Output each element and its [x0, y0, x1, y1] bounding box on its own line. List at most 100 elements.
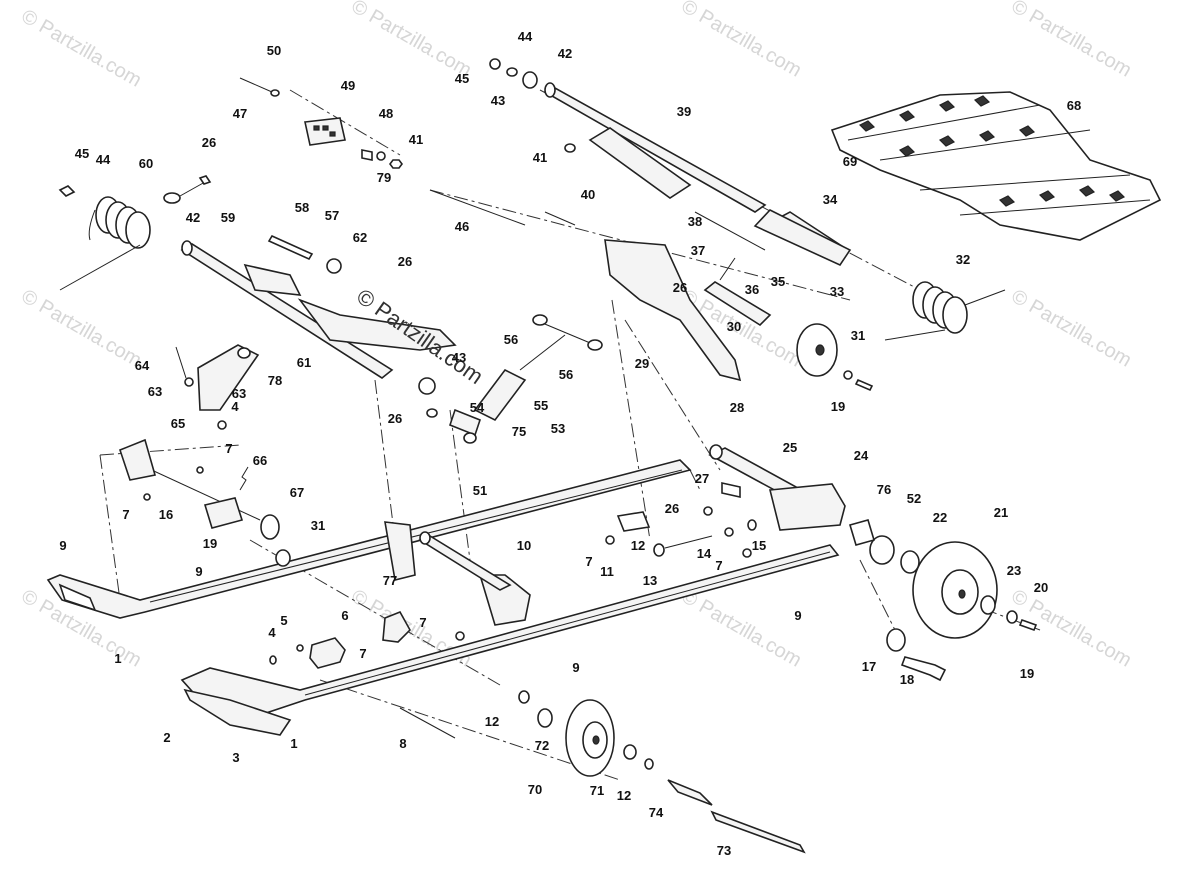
callout-23: 23 — [1007, 563, 1021, 578]
rear-bracket-frame — [429, 189, 852, 382]
watermark: © Partzilla.com — [18, 285, 146, 371]
callout-67: 67 — [290, 485, 304, 500]
block-6 — [309, 610, 411, 669]
callout-47: 47 — [233, 106, 247, 121]
callout-5: 5 — [280, 613, 287, 628]
callout-59: 59 — [221, 210, 235, 225]
callout-75: 75 — [512, 424, 526, 439]
bogie-wheel-21 — [848, 519, 1038, 682]
callout-36: 36 — [745, 282, 759, 297]
callout-37: 37 — [691, 243, 705, 258]
callout-54: 54 — [470, 400, 485, 415]
callout-7: 7 — [419, 615, 426, 630]
callout-60: 60 — [139, 156, 153, 171]
callout-8: 8 — [399, 736, 406, 751]
callout-64: 64 — [135, 358, 150, 373]
spring-32 — [884, 281, 1006, 341]
callout-49: 49 — [341, 78, 355, 93]
callout-63: 63 — [148, 384, 162, 399]
callout-31: 31 — [851, 328, 865, 343]
callout-21: 21 — [994, 505, 1008, 520]
callout-3: 3 — [232, 750, 239, 765]
callout-39: 39 — [677, 104, 691, 119]
callout-4: 4 — [268, 625, 276, 640]
callout-34: 34 — [823, 192, 838, 207]
callout-16: 16 — [159, 507, 173, 522]
callout-12: 12 — [617, 788, 631, 803]
spring-60 — [58, 185, 151, 291]
plate-49 — [239, 77, 403, 169]
callout-9: 9 — [794, 608, 801, 623]
callout-43: 43 — [452, 350, 466, 365]
callout-19: 19 — [831, 399, 845, 414]
callout-44: 44 — [518, 29, 533, 44]
callout-45: 45 — [455, 71, 469, 86]
callout-45: 45 — [75, 146, 89, 161]
callout-57: 57 — [325, 208, 339, 223]
callout-58: 58 — [295, 200, 309, 215]
callout-38: 38 — [688, 214, 702, 229]
callout-10: 10 — [517, 538, 531, 553]
callout-63: 63 — [232, 386, 246, 401]
front-link-78 — [175, 344, 260, 430]
callout-40: 40 — [581, 187, 595, 202]
callout-9: 9 — [195, 564, 202, 579]
watermark: © Partzilla.com — [1008, 0, 1136, 82]
shock-absorber — [426, 314, 603, 444]
callout-61: 61 — [297, 355, 311, 370]
callout-55: 55 — [534, 398, 548, 413]
callout-17: 17 — [862, 659, 876, 674]
front-axle-16 — [119, 438, 280, 540]
callout-26: 26 — [398, 254, 412, 269]
callout-9: 9 — [572, 660, 579, 675]
callout-42: 42 — [558, 46, 572, 61]
callout-4: 4 — [231, 399, 239, 414]
callout-76: 76 — [877, 482, 891, 497]
callout-33: 33 — [830, 284, 844, 299]
callout-41: 41 — [409, 132, 423, 147]
callout-1: 1 — [290, 736, 297, 751]
callout-6: 6 — [341, 608, 348, 623]
callout-48: 48 — [379, 106, 393, 121]
callout-70: 70 — [528, 782, 542, 797]
callout-74: 74 — [649, 805, 664, 820]
callout-65: 65 — [171, 416, 185, 431]
callout-26: 26 — [665, 501, 679, 516]
callout-29: 29 — [635, 356, 649, 371]
callout-53: 53 — [551, 421, 565, 436]
watermark: © Partzilla.com — [1008, 585, 1136, 671]
callout-78: 78 — [268, 373, 282, 388]
callout-26: 26 — [202, 135, 216, 150]
callout-22: 22 — [933, 510, 947, 525]
callout-18: 18 — [900, 672, 914, 687]
callout-12: 12 — [631, 538, 645, 553]
callout-2: 2 — [163, 730, 170, 745]
watermark: © Partzilla.com — [678, 585, 806, 671]
watermark: © Partzilla.com — [678, 0, 806, 82]
callout-50: 50 — [267, 43, 281, 58]
callout-46: 46 — [455, 219, 469, 234]
callout-35: 35 — [771, 274, 785, 289]
callout-11: 11 — [600, 564, 614, 579]
callout-7: 7 — [359, 646, 366, 661]
idler-wheel-33 — [796, 323, 874, 392]
callout-13: 13 — [643, 573, 657, 588]
callout-27: 27 — [695, 471, 709, 486]
callout-51: 51 — [473, 483, 487, 498]
callout-68: 68 — [1067, 98, 1081, 113]
callout-14: 14 — [697, 546, 712, 561]
callout-20: 20 — [1034, 580, 1048, 595]
track-belt — [830, 91, 1162, 241]
callout-62: 62 — [353, 230, 367, 245]
hardware-bolts — [269, 506, 757, 739]
callout-41: 41 — [533, 150, 547, 165]
callout-24: 24 — [854, 448, 869, 463]
callout-7: 7 — [225, 441, 232, 456]
callout-71: 71 — [590, 783, 604, 798]
callout-56: 56 — [559, 367, 573, 382]
eyebolt-59 — [163, 175, 212, 204]
callout-1: 1 — [114, 651, 121, 666]
callout-9: 9 — [59, 538, 66, 553]
callout-12: 12 — [485, 714, 499, 729]
